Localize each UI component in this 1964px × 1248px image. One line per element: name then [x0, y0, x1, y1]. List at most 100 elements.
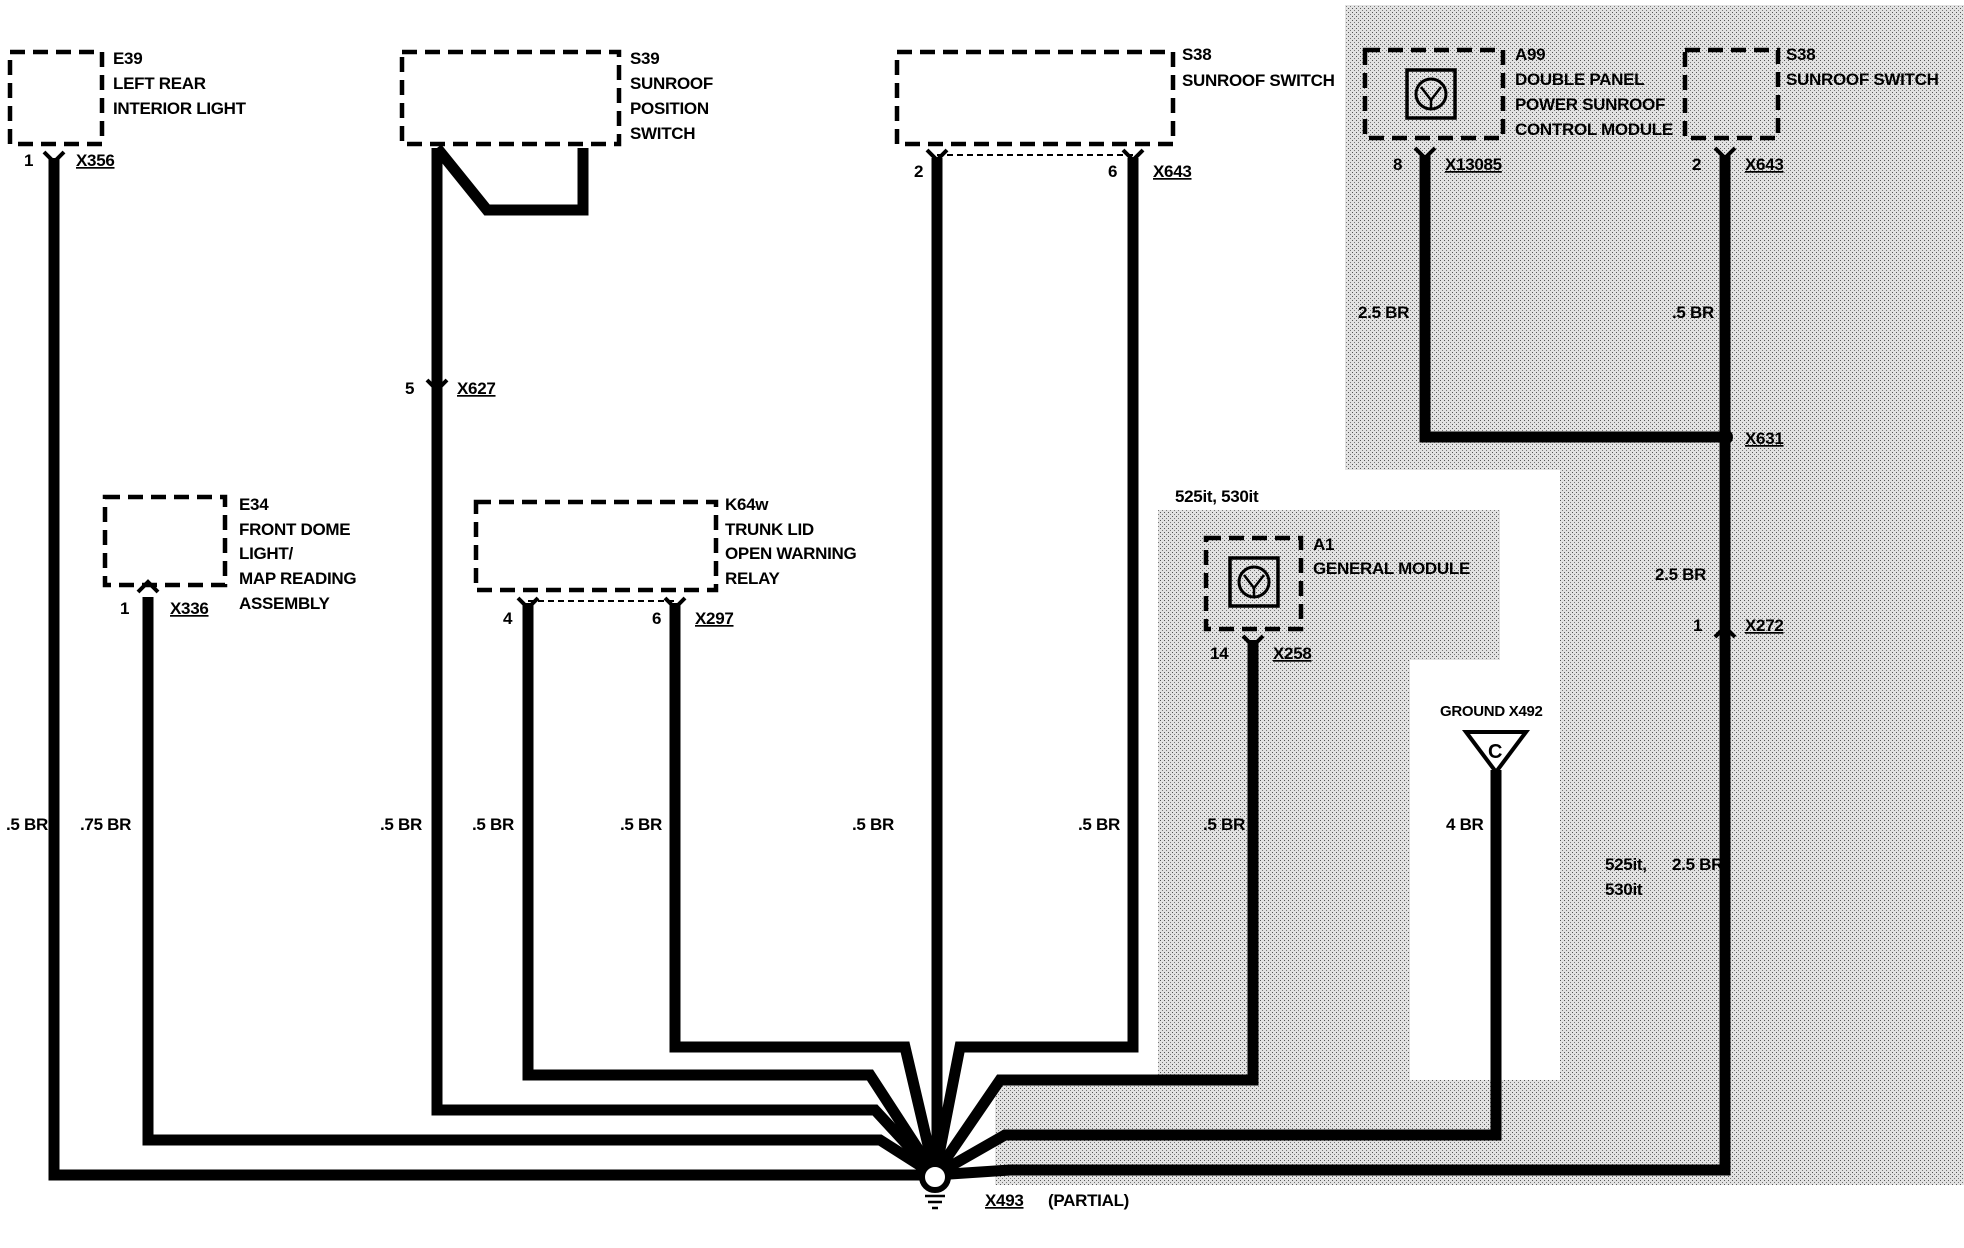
- arrow-k64-6: [663, 596, 687, 611]
- k64w-line1: TRUNK LID: [725, 520, 814, 539]
- e34-conn: X336: [170, 599, 209, 618]
- wires: [48, 144, 1731, 1181]
- e39-conn: X356: [76, 151, 115, 170]
- arrow-e34: [136, 579, 160, 594]
- s38a-ref: S38: [1182, 45, 1211, 64]
- a99-conn: X13085: [1445, 155, 1502, 174]
- a1-line1: GENERAL MODULE: [1313, 559, 1470, 578]
- arrow-a99: [1413, 146, 1437, 161]
- box-s38b: [1682, 47, 1781, 141]
- shaded-regions: [995, 5, 1964, 1185]
- wire-e39: [48, 158, 935, 1181]
- ground-x493-eyelet: [919, 1161, 951, 1193]
- k64w-pin-left: 4: [503, 609, 513, 628]
- box-k64w: [473, 499, 719, 593]
- wire-s38-6: [929, 158, 1139, 1177]
- arrow-a1: [1241, 634, 1265, 649]
- a1-variant: 525it, 530it: [1175, 487, 1259, 506]
- s38a-conn: X643: [1153, 162, 1192, 181]
- wire-a1-label: .5 BR: [1203, 815, 1245, 834]
- box-a99: [1362, 47, 1506, 141]
- e34-pin: 1: [120, 599, 129, 618]
- a99-ref: A99: [1515, 45, 1545, 64]
- wire-e34-label: .75 BR: [80, 815, 131, 834]
- arrow-s38a-2: [925, 148, 949, 163]
- a1-conn: X258: [1273, 644, 1312, 663]
- components: [7, 47, 1781, 632]
- wire-labels: .5 BR .75 BR .5 BR .5 BR .5 BR .5 BR .5 …: [6, 303, 1723, 899]
- arrow-s38a-6: [1121, 148, 1145, 163]
- wire-s38-6-label: .5 BR: [1078, 815, 1120, 834]
- s38b-ref: S38: [1786, 45, 1815, 64]
- s39-pin: 5: [405, 379, 414, 398]
- wire-e39-label: .5 BR: [6, 815, 48, 834]
- wire-e34: [142, 597, 938, 1180]
- arrow-s38b: [1713, 146, 1737, 161]
- a99-pin: 8: [1393, 155, 1402, 174]
- ground-x492-triangle: [1462, 730, 1530, 776]
- x272-conn: X272: [1745, 616, 1784, 635]
- s38b-line1: SUNROOF SWITCH: [1786, 70, 1939, 89]
- x493-conn: X493: [985, 1191, 1024, 1210]
- e34-line3: MAP READING: [239, 569, 356, 588]
- a1-chip-glyph: [1243, 574, 1265, 598]
- s38b-conn: X643: [1745, 155, 1784, 174]
- s38a-pin-left: 2: [914, 162, 923, 181]
- wire-x631-x272-label: 2.5 BR: [1655, 565, 1706, 584]
- wire-s39-label: .5 BR: [380, 815, 422, 834]
- x493-note: (PARTIAL): [1048, 1191, 1129, 1210]
- ground-x492-label: GROUND X492: [1440, 703, 1543, 720]
- box-e39: [7, 49, 105, 147]
- e39-line1: LEFT REAR: [113, 74, 206, 93]
- e39-ref: E39: [113, 49, 142, 68]
- s39-conn: X627: [457, 379, 496, 398]
- wire-s39: [431, 148, 940, 1179]
- x631-conn: X631: [1745, 429, 1784, 448]
- shade-upper-right: [1345, 5, 1964, 1185]
- arrow-k64-4: [516, 596, 540, 611]
- box-e34: [102, 494, 228, 588]
- a99-chip-glyph: [1420, 86, 1442, 110]
- wire-x272-main-label: 2.5 BR: [1672, 855, 1723, 874]
- wire-k64-6-label: .5 BR: [620, 815, 662, 834]
- e34-line4: ASSEMBLY: [239, 594, 330, 613]
- box-s39: [399, 49, 622, 147]
- a1-chip: [1228, 556, 1280, 608]
- e39-pin: 1: [24, 151, 33, 170]
- s38a-line1: SUNROOF SWITCH: [1182, 71, 1335, 90]
- a99-chip: [1405, 68, 1457, 120]
- wire-k64-4: [522, 603, 940, 1178]
- wire-k64-4-label: .5 BR: [472, 815, 514, 834]
- box-a1: [1203, 535, 1304, 632]
- k64w-conn: X297: [695, 609, 734, 628]
- arrow-e39: [42, 150, 66, 165]
- wire-a1: [930, 640, 1259, 1179]
- a1-pin: 14: [1210, 644, 1229, 663]
- s39-line2: POSITION: [630, 99, 709, 118]
- s39-line3: SWITCH: [630, 124, 695, 143]
- wire-a99-label: 2.5 BR: [1358, 303, 1409, 322]
- wire-x272-variant-b: 530it: [1605, 880, 1643, 899]
- wire-s39-loop: [432, 144, 589, 216]
- wire-x492: [932, 770, 1502, 1180]
- k64w-pin-right: 6: [652, 609, 661, 628]
- wire-x272-main: [934, 632, 1731, 1181]
- e34-ref: E34: [239, 495, 269, 514]
- k64w-line2: OPEN WARNING: [725, 544, 857, 563]
- x272-pin: 1: [1693, 616, 1702, 635]
- e39-line2: INTERIOR LIGHT: [113, 99, 247, 118]
- s38b-pin: 2: [1692, 155, 1701, 174]
- a99-line3: CONTROL MODULE: [1515, 120, 1673, 139]
- e34-line2: LIGHT/: [239, 544, 293, 563]
- a99-line2: POWER SUNROOF: [1515, 95, 1665, 114]
- wire-a99: [1419, 155, 1725, 443]
- box-s38a: [894, 49, 1176, 147]
- k64w-line3: RELAY: [725, 569, 781, 588]
- component-labels: E39 LEFT REAR INTERIOR LIGHT 1 X356 S39 …: [24, 45, 1939, 1210]
- ground-x493-symbol: [925, 1194, 945, 1210]
- x631-splice: [1717, 429, 1733, 445]
- wire-s38b-label: .5 BR: [1672, 303, 1714, 322]
- e34-line1: FRONT DOME: [239, 520, 350, 539]
- ground-x492-letter: C: [1488, 741, 1502, 763]
- wire-k64-6: [669, 603, 941, 1177]
